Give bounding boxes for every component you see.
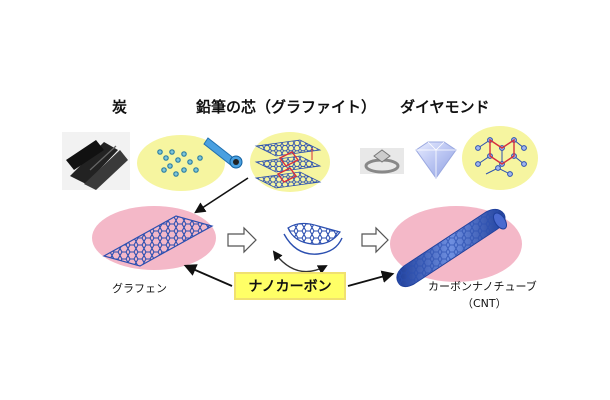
nanocarbon-to-graphene-arrow xyxy=(183,264,233,287)
charcoal-structure-icon xyxy=(137,135,225,191)
pencil-core-illustration xyxy=(203,137,243,169)
diamond-ring-photo xyxy=(360,148,404,174)
graphite-to-graphene-arrow xyxy=(194,177,249,214)
nanocarbon-to-cnt-arrow xyxy=(347,270,395,287)
diamond-gem-illustration xyxy=(415,141,457,179)
charcoal-label: 炭 xyxy=(112,98,128,116)
nanocarbon-label: ナノカーボン xyxy=(234,272,346,300)
carbon-nanotube xyxy=(390,206,522,288)
graphene-label: グラフェン xyxy=(112,282,167,295)
graphene-to-rolled-arrow xyxy=(227,226,257,254)
diamond-structure-icon xyxy=(462,126,538,190)
graphite-structure-icon xyxy=(250,132,330,192)
rolling-sheet-icon xyxy=(272,222,343,275)
cnt-label-line2: （CNT） xyxy=(462,297,507,310)
charcoal-photo xyxy=(62,132,130,190)
rolled-to-nanotube-arrow xyxy=(361,226,389,254)
diamond-label: ダイヤモンド xyxy=(400,98,490,116)
pencil-core-label: 鉛筆の芯（グラファイト） xyxy=(196,98,377,116)
cnt-label-line1: カーボンナノチューブ xyxy=(428,280,537,293)
graphene-sheet xyxy=(92,206,216,270)
